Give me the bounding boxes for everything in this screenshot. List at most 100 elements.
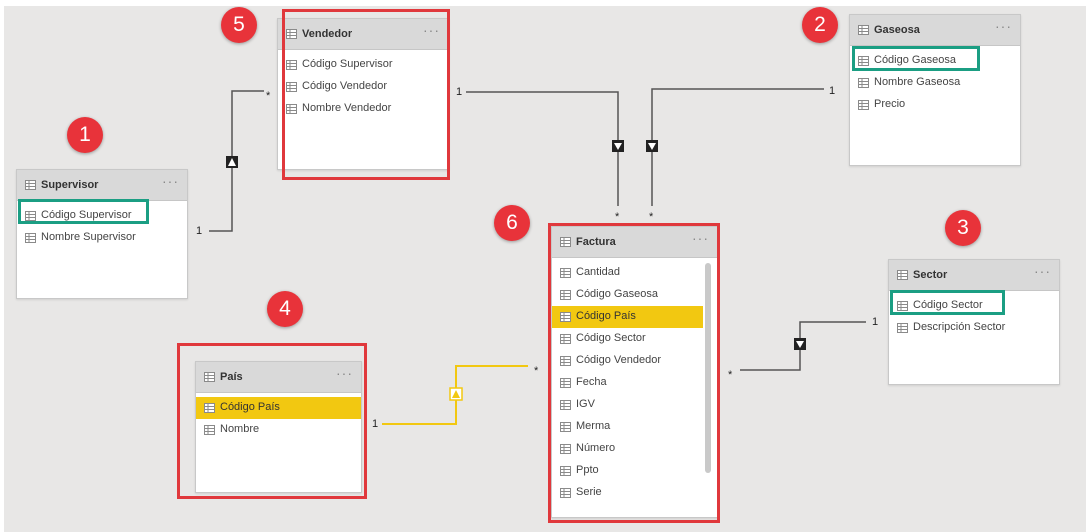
- table-name: Supervisor: [41, 179, 99, 191]
- field-row[interactable]: Precio: [850, 94, 1020, 116]
- column-icon: [560, 356, 571, 366]
- model-canvas[interactable]: 1 * 1 * 1 * 1 * 1 *: [4, 6, 1086, 532]
- field-label: IGV: [576, 398, 595, 410]
- table-name: Factura: [576, 236, 616, 248]
- number-badge: 2: [802, 7, 838, 43]
- cardinality-many: *: [649, 211, 654, 223]
- filter-arrow-down-icon: [794, 338, 806, 350]
- field-row[interactable]: Código Supervisor: [17, 205, 187, 227]
- cardinality-many: *: [534, 365, 539, 377]
- field-row[interactable]: Fecha: [552, 372, 703, 394]
- table-name: País: [220, 371, 243, 383]
- field-label: Código Gaseosa: [576, 288, 658, 300]
- column-icon: [858, 56, 869, 66]
- column-icon: [204, 403, 215, 413]
- table-icon: [560, 237, 571, 247]
- field-label: Código Supervisor: [41, 209, 132, 221]
- column-icon: [897, 323, 908, 333]
- table-factura[interactable]: Factura ··· Cantidad Código Gaseosa Códi…: [551, 226, 718, 518]
- table-icon: [286, 29, 297, 39]
- field-row[interactable]: Código Vendedor: [552, 350, 703, 372]
- field-row[interactable]: Código Gaseosa: [552, 284, 703, 306]
- field-row[interactable]: Nombre Vendedor: [278, 98, 448, 120]
- cardinality-many: *: [615, 211, 620, 223]
- cardinality-one: 1: [456, 86, 462, 98]
- table-sector[interactable]: Sector ··· Código Sector Descripción Sec…: [888, 259, 1060, 385]
- number-badge: 6: [494, 205, 530, 241]
- field-row[interactable]: Ppto: [552, 460, 703, 482]
- field-row[interactable]: Nombre Gaseosa: [850, 72, 1020, 94]
- cardinality-one: 1: [196, 225, 202, 237]
- field-row[interactable]: Serie: [552, 482, 703, 504]
- column-icon: [286, 60, 297, 70]
- more-options-icon[interactable]: ···: [336, 365, 353, 381]
- table-supervisor[interactable]: Supervisor ··· Código Supervisor Nombre …: [16, 169, 188, 299]
- field-row[interactable]: Código Vendedor: [278, 76, 448, 98]
- cardinality-many: *: [266, 90, 271, 102]
- field-label: Código Vendedor: [302, 80, 388, 92]
- field-row[interactable]: Descripción Sector: [889, 317, 1059, 339]
- field-row[interactable]: Código Gaseosa: [850, 50, 1020, 72]
- cardinality-one: 1: [372, 418, 378, 430]
- column-icon: [560, 466, 571, 476]
- field-row-selected[interactable]: Código País: [552, 306, 703, 328]
- more-options-icon[interactable]: ···: [995, 18, 1012, 34]
- table-pais[interactable]: País ··· Código País Nombre: [195, 361, 362, 493]
- column-icon: [560, 334, 571, 344]
- field-label: Fecha: [576, 376, 607, 388]
- table-header[interactable]: Vendedor ···: [278, 19, 448, 50]
- highlight-codigo-supervisor: [18, 199, 149, 224]
- table-icon: [25, 180, 36, 190]
- column-icon: [560, 444, 571, 454]
- field-label: Ppto: [576, 464, 599, 476]
- table-header[interactable]: Gaseosa ···: [850, 15, 1020, 46]
- relationship-vendedor-factura[interactable]: [466, 91, 619, 206]
- cardinality-one: 1: [872, 316, 878, 328]
- field-row[interactable]: Número: [552, 438, 703, 460]
- table-icon: [897, 270, 908, 280]
- field-row[interactable]: Código Supervisor: [278, 54, 448, 76]
- field-label: Precio: [874, 98, 906, 110]
- table-header[interactable]: Supervisor ···: [17, 170, 187, 201]
- field-row[interactable]: Cantidad: [552, 262, 703, 284]
- field-label: Código Sector: [576, 332, 646, 344]
- column-icon: [204, 425, 215, 435]
- column-icon: [560, 312, 571, 322]
- column-icon: [560, 488, 571, 498]
- field-label: Código Vendedor: [576, 354, 662, 366]
- more-options-icon[interactable]: ···: [423, 22, 440, 38]
- table-header[interactable]: Sector ···: [889, 260, 1059, 291]
- number-badge: 3: [945, 210, 981, 246]
- field-label: Código País: [576, 310, 636, 322]
- filter-arrow-down-icon: [612, 140, 624, 152]
- field-row[interactable]: Nombre Supervisor: [17, 227, 187, 249]
- field-row[interactable]: Código Sector: [552, 328, 703, 350]
- relationship-gaseosa-factura[interactable]: [651, 88, 824, 206]
- table-header[interactable]: Factura ···: [552, 227, 717, 258]
- field-label: Nombre Vendedor: [302, 102, 392, 114]
- field-row-selected[interactable]: Código País: [196, 397, 361, 419]
- more-options-icon[interactable]: ···: [1034, 263, 1051, 279]
- field-row[interactable]: IGV: [552, 394, 703, 416]
- more-options-icon[interactable]: ···: [692, 230, 709, 246]
- more-options-icon[interactable]: ···: [162, 173, 179, 189]
- field-label: Código Supervisor: [302, 58, 393, 70]
- field-row[interactable]: Nombre: [196, 419, 361, 441]
- field-label: Número: [576, 442, 616, 454]
- table-icon: [204, 372, 215, 382]
- column-icon: [286, 82, 297, 92]
- field-row[interactable]: Código Sector: [889, 295, 1059, 317]
- table-name: Vendedor: [302, 28, 353, 40]
- number-badge: 5: [221, 7, 257, 43]
- relationship-lines: 1 * 1 * 1 * 1 * 1 *: [196, 85, 878, 430]
- highlight-factura: [548, 223, 720, 523]
- highlight-pais: [177, 343, 367, 499]
- table-header[interactable]: País ···: [196, 362, 361, 393]
- field-label: Código País: [220, 401, 280, 413]
- cardinality-one: 1: [829, 85, 835, 97]
- scrollbar[interactable]: [705, 263, 711, 473]
- table-gaseosa[interactable]: Gaseosa ··· Código Gaseosa Nombre Gaseos…: [849, 14, 1021, 166]
- column-icon: [560, 378, 571, 388]
- field-label: Código Gaseosa: [874, 54, 956, 66]
- field-row[interactable]: Merma: [552, 416, 703, 438]
